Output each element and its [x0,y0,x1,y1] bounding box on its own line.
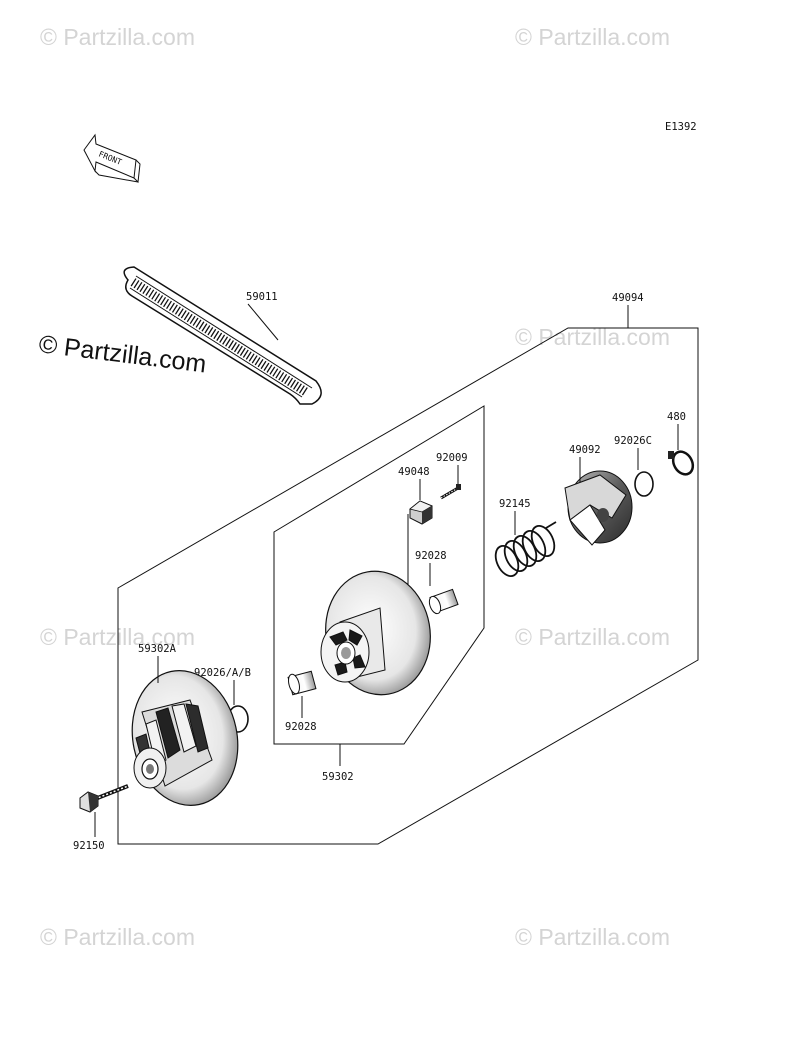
pin-92009 [440,484,461,500]
leader-line [247,303,279,341]
watermark-group: © Partzilla.com © Partzilla.com © Partzi… [40,24,670,950]
part-label-480: 480 [667,411,686,423]
watermark: © Partzilla.com [40,924,195,950]
movable-sheave-59302 [320,570,431,696]
bushing-92028-top [428,588,459,615]
diagram-code: E1392 [665,121,697,133]
front-arrow-icon: FRONT [83,133,141,184]
part-label-92028-top: 92028 [415,550,447,562]
spring-92145 [494,521,557,578]
part-label-49048: 49048 [398,466,430,478]
assembly-bracket-59302 [273,405,485,745]
bushing-92028-bottom [287,670,317,696]
watermark: © Partzilla.com [515,624,670,650]
part-label-92026c: 92026C [614,435,652,447]
part-label-59011: 59011 [246,291,278,303]
watermark: © Partzilla.com [515,924,670,950]
drive-belt [123,266,322,405]
watermark-strong: © Partzilla.com [37,330,208,378]
torque-cam-49092 [564,470,633,546]
part-label-92026ab: 92026/A/B [194,667,251,679]
assembly-bracket-49094 [117,327,699,845]
washer-92026c [634,471,654,497]
part-label-49092: 49092 [569,444,601,456]
part-label-59302a: 59302A [138,643,177,655]
part-label-59302: 59302 [322,771,354,783]
watermark: © Partzilla.com [515,24,670,50]
fixed-sheave-59302a [131,670,239,806]
part-label-92028-bottom: 92028 [285,721,317,733]
snap-ring-480 [668,450,695,476]
part-label-49094: 49094 [612,292,644,304]
part-label-92150: 92150 [73,840,105,852]
bolt-92150 [79,784,129,813]
part-label-92009: 92009 [436,452,468,464]
watermark: © Partzilla.com [40,624,195,650]
part-label-92145: 92145 [499,498,531,510]
watermark: © Partzilla.com [40,24,195,50]
slider-49048 [409,500,433,525]
